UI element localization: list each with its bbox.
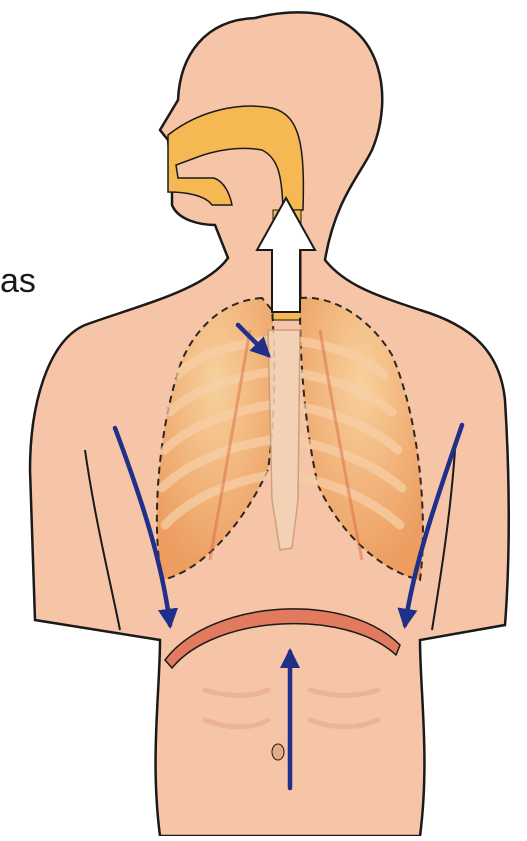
cropped-label-fragment: as (0, 262, 36, 301)
navel (272, 744, 284, 760)
